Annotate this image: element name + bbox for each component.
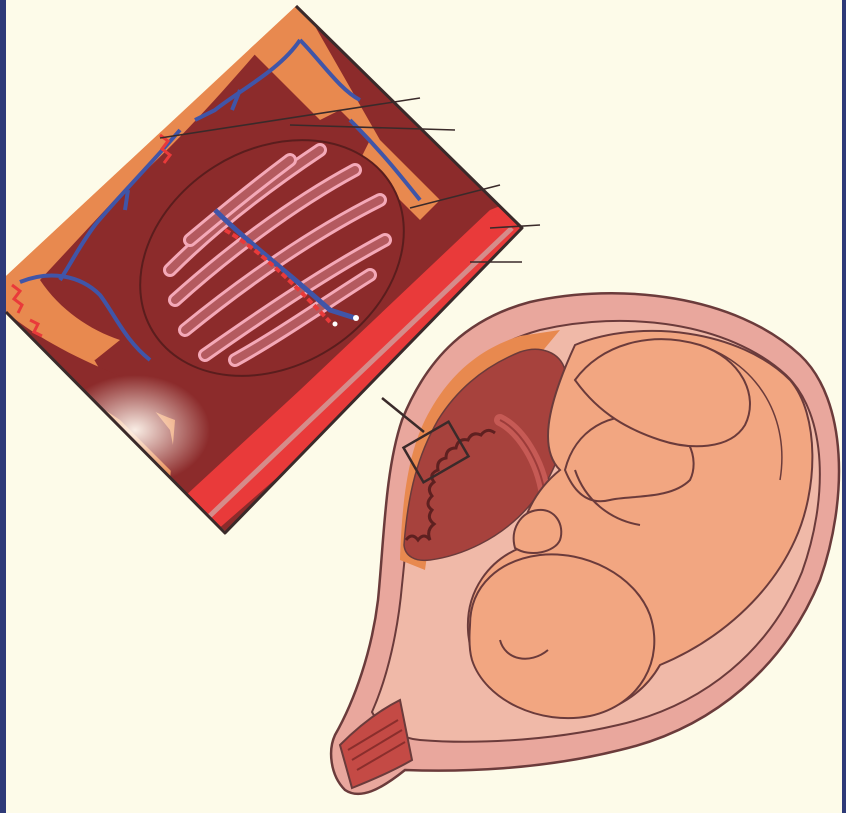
right-border-stripe (842, 0, 846, 813)
blood-flow-marker-2 (333, 322, 338, 327)
left-border-stripe (0, 0, 6, 813)
blood-flow-marker (353, 315, 359, 321)
